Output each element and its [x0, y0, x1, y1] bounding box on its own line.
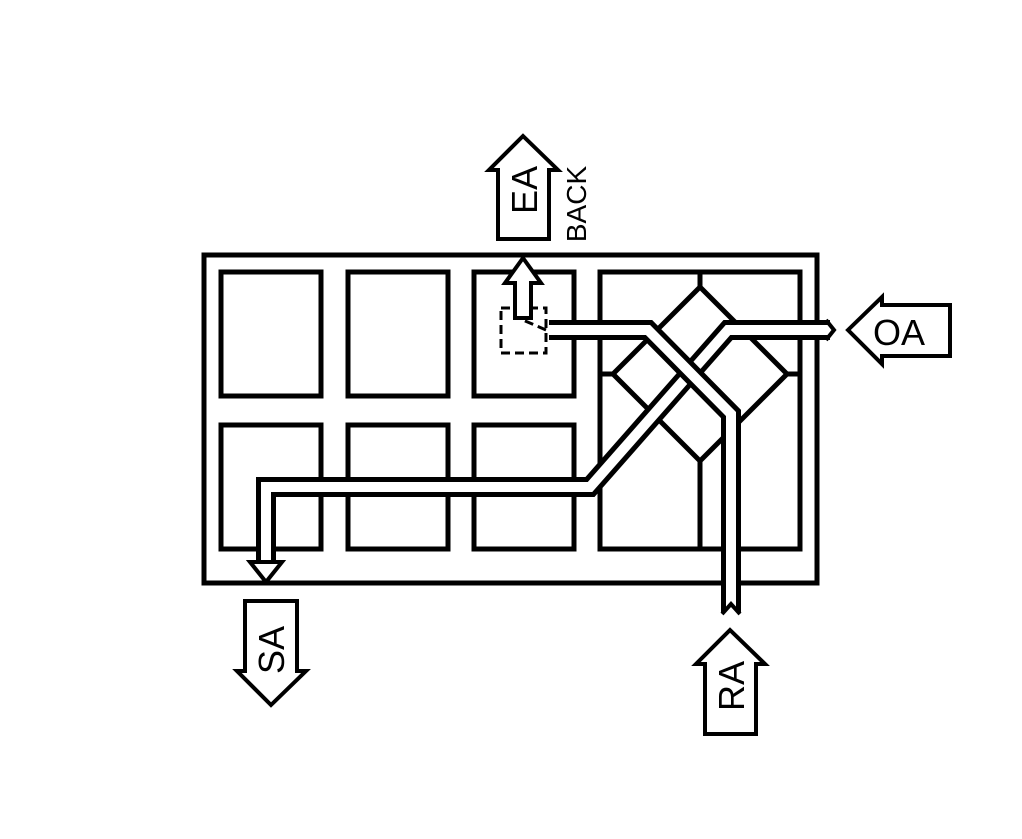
exhaust-air-label: EA	[504, 166, 545, 214]
return-duct-break	[720, 601, 742, 616]
return-air-arrow-shape	[691, 627, 770, 736]
back-label: BACK	[561, 166, 592, 243]
return-air-duct	[546, 320, 742, 616]
outdoor-air-arrow-shape	[845, 292, 952, 369]
return-air-arrow: RA	[691, 627, 770, 736]
supply-air-label: SA	[251, 626, 292, 674]
return-duct-core	[546, 325, 736, 614]
exhaust-internal-arrow	[501, 254, 545, 320]
supply-air-duct	[245, 318, 837, 586]
supply-duct-core	[261, 325, 833, 566]
supply-air-arrow-shape	[232, 599, 311, 708]
unit-housing	[201, 252, 820, 586]
heat-exchanger-core	[600, 272, 800, 549]
outdoor-air-label: OA	[873, 312, 925, 353]
supply-duct-arrowhead	[245, 560, 287, 586]
module-top-1	[218, 269, 324, 399]
supply-duct-break	[824, 318, 837, 342]
exhaust-air-arrow: EA BACK	[484, 133, 592, 243]
outdoor-air-arrow: OA	[845, 292, 952, 369]
return-air-label: RA	[711, 661, 752, 711]
exhaust-riser	[499, 254, 548, 355]
module-top-2	[345, 269, 451, 399]
supply-duct-outline	[256, 320, 830, 568]
supply-air-arrow: SA	[232, 599, 311, 708]
housing-outline	[201, 252, 820, 586]
exhaust-air-arrow-shape	[484, 133, 563, 241]
